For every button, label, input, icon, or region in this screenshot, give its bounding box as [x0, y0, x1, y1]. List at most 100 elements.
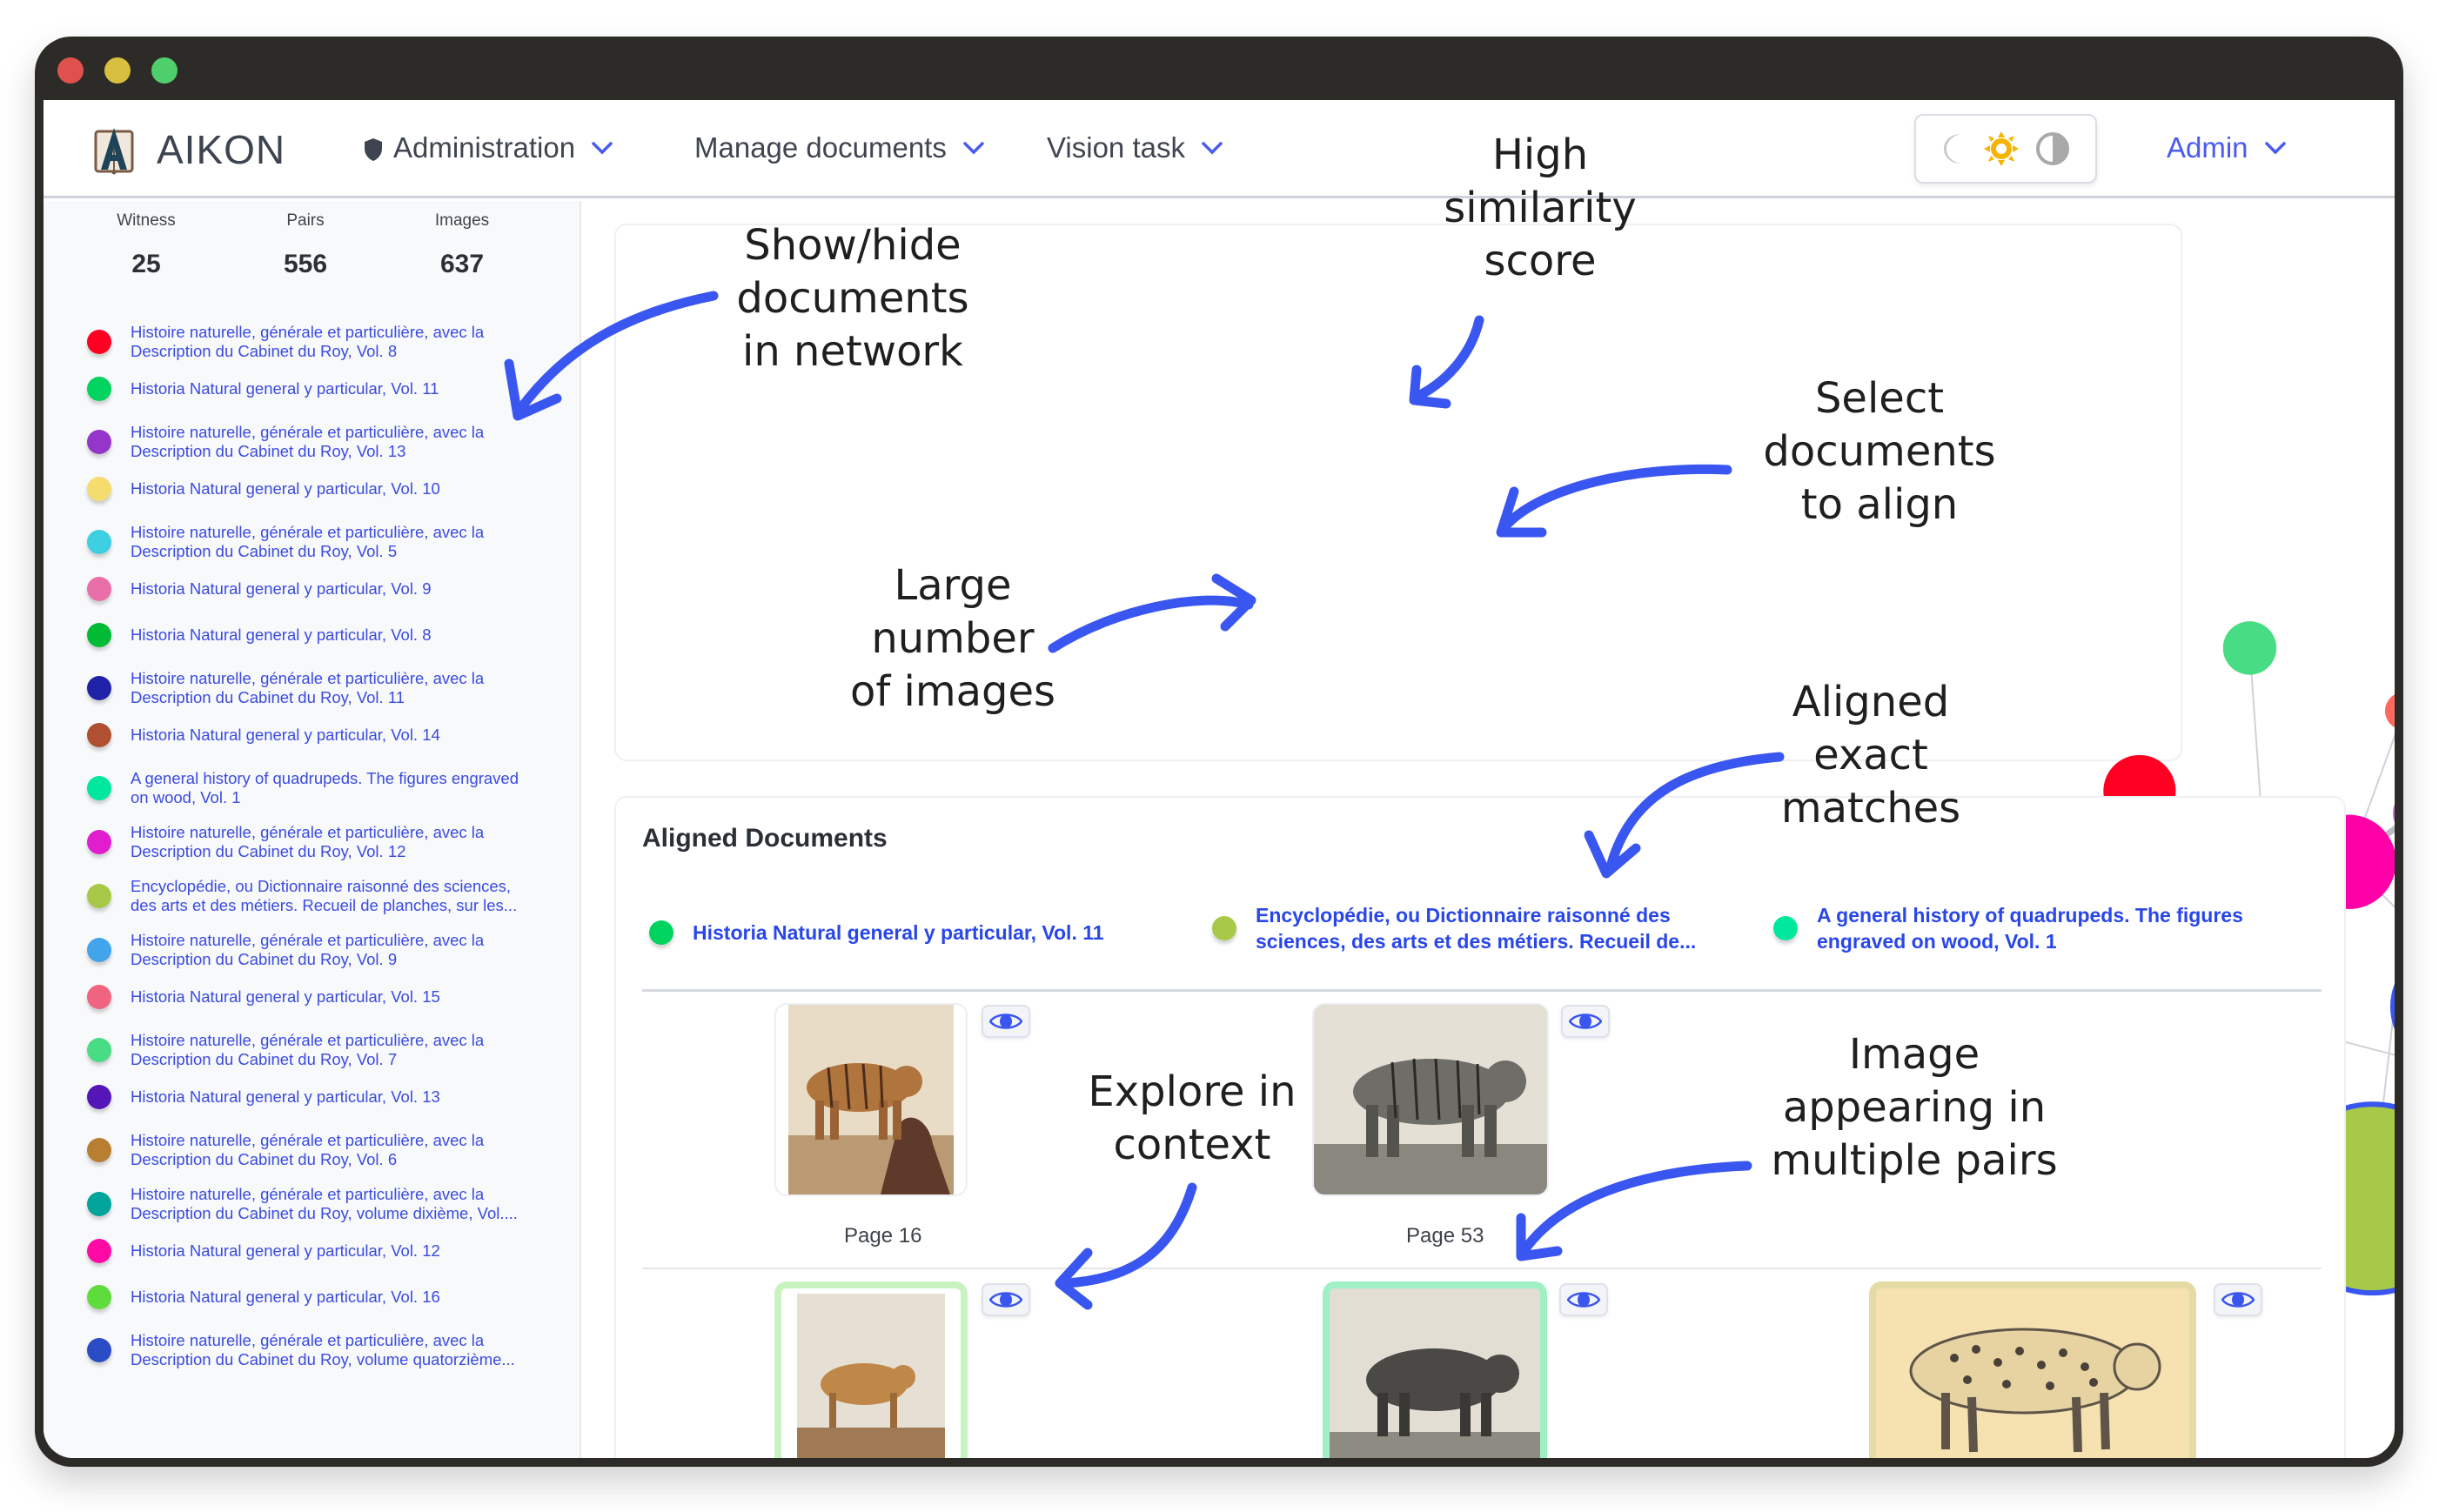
document-color-dot[interactable]	[87, 938, 111, 962]
sidebar-document-item[interactable]: Histoire naturelle, générale et particul…	[87, 931, 539, 969]
sidebar-document-item[interactable]: Historia Natural general y particular, V…	[87, 985, 539, 1009]
sidebar-document-item[interactable]: Histoire naturelle, générale et particul…	[87, 523, 539, 561]
network-edge[interactable]	[2371, 1197, 2395, 1321]
document-title[interactable]: Historia Natural general y particular, V…	[131, 579, 432, 598]
document-title[interactable]: Histoire naturelle, générale et particul…	[131, 1185, 518, 1222]
sidebar-document-item[interactable]: Histoire naturelle, générale et particul…	[87, 1331, 539, 1369]
sidebar-document-item[interactable]: Histoire naturelle, générale et particul…	[87, 823, 539, 861]
network-edge[interactable]	[2369, 1007, 2395, 1200]
document-color-dot[interactable]	[87, 676, 111, 700]
nav-vision-task[interactable]: Vision task	[1047, 131, 1223, 164]
sidebar-document-item[interactable]: Historia Natural general y particular, V…	[87, 623, 539, 647]
document-title[interactable]: Histoire naturelle, générale et particul…	[131, 823, 485, 860]
moon-icon[interactable]	[1941, 131, 1967, 166]
view-in-context-button[interactable]	[1559, 1283, 1608, 1316]
sidebar-document-item[interactable]: Historia Natural general y particular, V…	[87, 723, 539, 747]
sidebar-document-item[interactable]: Historia Natural general y particular, V…	[87, 577, 539, 601]
document-color-dot[interactable]	[87, 884, 111, 908]
document-title[interactable]: Historia Natural general y particular, V…	[131, 479, 440, 498]
sidebar-document-item[interactable]: Encyclopédie, ou Dictionnaire raisonné d…	[87, 877, 539, 915]
view-in-context-button[interactable]	[1561, 1005, 1610, 1038]
image-thumbnail-leopard-bw[interactable]	[1323, 1281, 1547, 1458]
document-color-dot[interactable]	[87, 377, 111, 401]
network-edge[interactable]	[2348, 711, 2395, 863]
document-title[interactable]: Histoire naturelle, générale et particul…	[131, 1131, 485, 1168]
document-color-dot[interactable]	[87, 1085, 111, 1109]
view-in-context-button[interactable]	[982, 1005, 1030, 1038]
aligned-doc-1[interactable]: Historia Natural general y particular, V…	[649, 920, 1145, 946]
document-title[interactable]: A general history of quadrupeds. The fig…	[131, 769, 519, 806]
network-edge[interactable]	[2371, 815, 2395, 1200]
nav-administration[interactable]: Administration	[364, 131, 613, 164]
image-thumbnail-leopard-color[interactable]	[774, 1281, 968, 1458]
sidebar-document-item[interactable]: Historia Natural general y particular, V…	[87, 1285, 539, 1309]
document-color-dot[interactable]	[87, 985, 111, 1009]
network-edge[interactable]	[2371, 813, 2395, 1199]
sidebar-document-item[interactable]: Histoire naturelle, générale et particul…	[87, 1185, 539, 1223]
image-thumbnail-leopard-woodcut[interactable]	[1869, 1281, 2196, 1458]
document-color-dot[interactable]	[87, 1138, 111, 1162]
sidebar-document-item[interactable]: Historia Natural general y particular, V…	[87, 1239, 539, 1263]
document-color-dot[interactable]	[87, 477, 111, 501]
sidebar-document-item[interactable]: Historia Natural general y particular, V…	[87, 377, 539, 401]
document-title[interactable]: Historia Natural general y particular, V…	[131, 987, 440, 1006]
close-window-button[interactable]	[57, 57, 84, 84]
document-color-dot[interactable]	[87, 1192, 111, 1216]
document-title[interactable]: Historia Natural general y particular, V…	[131, 1288, 440, 1306]
view-in-context-button[interactable]	[2214, 1283, 2262, 1316]
network-edge[interactable]	[2370, 1109, 2395, 1202]
aligned-doc-2[interactable]: Encyclopédie, ou Dictionnaire raisonné d…	[1212, 902, 1743, 954]
document-color-dot[interactable]	[87, 577, 111, 601]
document-title[interactable]: Historia Natural general y particular, V…	[131, 726, 440, 744]
document-color-dot[interactable]	[87, 1038, 111, 1062]
nav-manage-documents[interactable]: Manage documents	[694, 131, 985, 164]
network-node-selected[interactable]	[2389, 947, 2395, 1066]
document-title[interactable]: Historia Natural general y particular, V…	[131, 1241, 440, 1260]
document-color-dot[interactable]	[87, 623, 111, 647]
document-color-dot[interactable]	[87, 330, 111, 354]
user-menu[interactable]: Admin	[2167, 131, 2287, 164]
image-thumbnail-tiger-bw[interactable]	[1312, 1003, 1549, 1196]
sidebar-document-item[interactable]: Historia Natural general y particular, V…	[87, 1085, 539, 1109]
contrast-icon[interactable]	[2035, 131, 2070, 166]
sidebar-document-item[interactable]: Histoire naturelle, générale et particul…	[87, 423, 539, 461]
sidebar-document-item[interactable]: Histoire naturelle, générale et particul…	[87, 1031, 539, 1069]
document-title[interactable]: Histoire naturelle, générale et particul…	[131, 1031, 485, 1068]
sun-icon[interactable]	[1983, 130, 2020, 167]
sidebar-document-item[interactable]: A general history of quadrupeds. The fig…	[87, 769, 539, 807]
aligned-doc-3[interactable]: A general history of quadrupeds. The fig…	[1773, 902, 2304, 954]
sidebar-document-item[interactable]: Histoire naturelle, générale et particul…	[87, 323, 539, 361]
network-node[interactable]	[2384, 692, 2395, 730]
document-title[interactable]: Historia Natural general y particular, V…	[131, 379, 439, 398]
app-logo[interactable]: AIKON	[94, 126, 285, 175]
document-title[interactable]: Histoire naturelle, générale et particul…	[131, 523, 485, 560]
document-color-dot[interactable]	[87, 1338, 111, 1362]
document-color-dot[interactable]	[87, 1239, 111, 1263]
document-title[interactable]: Historia Natural general y particular, V…	[131, 1087, 440, 1106]
sidebar-document-item[interactable]: Historia Natural general y particular, V…	[87, 477, 539, 501]
document-color-dot[interactable]	[87, 776, 111, 800]
network-edge[interactable]	[2371, 841, 2395, 1200]
document-color-dot[interactable]	[87, 430, 111, 454]
network-node[interactable]	[2222, 621, 2277, 675]
document-color-dot[interactable]	[87, 723, 111, 747]
network-edge[interactable]	[2348, 861, 2395, 1109]
document-title[interactable]: Histoire naturelle, générale et particul…	[131, 323, 485, 360]
view-in-context-button[interactable]	[982, 1283, 1030, 1316]
document-title[interactable]: Histoire naturelle, générale et particul…	[131, 423, 485, 460]
document-color-dot[interactable]	[87, 530, 111, 554]
zoom-window-button[interactable]	[151, 57, 178, 84]
document-title[interactable]: Historia Natural general y particular, V…	[131, 626, 432, 644]
document-title[interactable]: Histoire naturelle, générale et particul…	[131, 669, 485, 706]
image-thumbnail-tiger-color[interactable]	[774, 1003, 968, 1196]
sidebar-document-item[interactable]: Histoire naturelle, générale et particul…	[87, 1131, 539, 1169]
network-node[interactable]	[2392, 790, 2395, 837]
sidebar-document-item[interactable]: Histoire naturelle, générale et particul…	[87, 669, 539, 707]
network-edge[interactable]	[2347, 813, 2395, 865]
document-title[interactable]: Histoire naturelle, générale et particul…	[131, 1331, 515, 1368]
document-title[interactable]: Histoire naturelle, générale et particul…	[131, 931, 485, 968]
document-color-dot[interactable]	[87, 830, 111, 854]
document-title[interactable]: Encyclopédie, ou Dictionnaire raisonné d…	[131, 877, 518, 914]
document-color-dot[interactable]	[87, 1285, 111, 1309]
minimize-window-button[interactable]	[104, 57, 131, 84]
